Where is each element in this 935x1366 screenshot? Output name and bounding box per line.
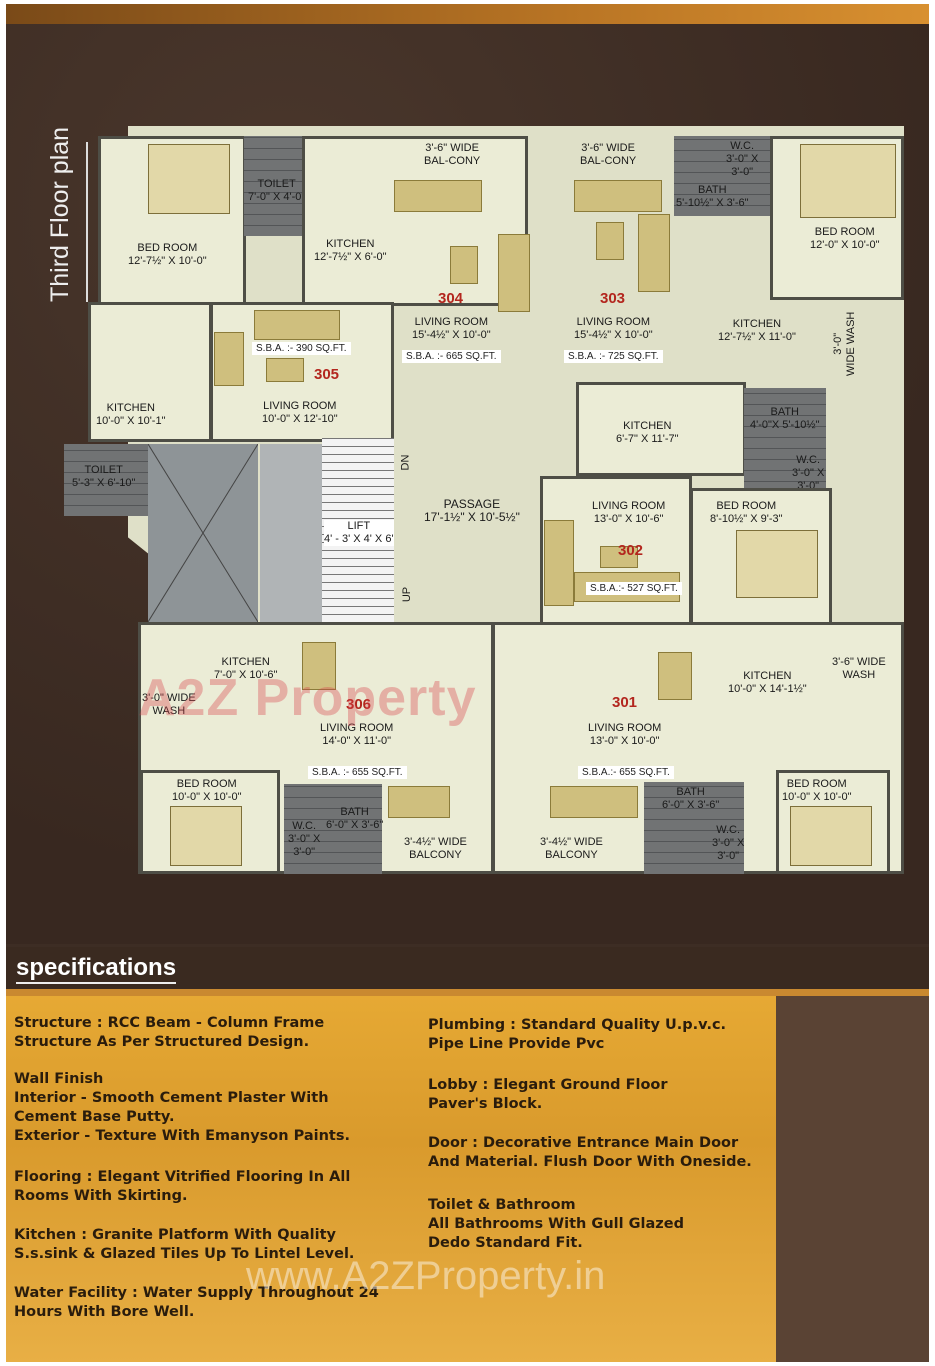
unit-303-wash-label: 3'-0" WIDE WASH (832, 311, 857, 376)
spec-lobby: Lobby : Elegant Ground Floor Paver's Blo… (428, 1077, 668, 1112)
unit-304-sba: S.B.A. :- 665 SQ.FT. (402, 350, 501, 363)
top-band (6, 4, 929, 24)
sofa-icon (544, 520, 574, 606)
spec-wall-finish: Wall Finish Interior - Smooth Cement Pla… (14, 1071, 350, 1144)
dining-table-icon (302, 642, 336, 690)
unit-305-kitchen-label: KITCHEN 10'-0" X 10'-1" (96, 402, 166, 427)
sofa-icon (214, 332, 244, 386)
spec-strip (6, 989, 929, 999)
unit-301-wc-label: W.C. 3'-0" X 3'-0" (712, 824, 745, 862)
table-icon (596, 222, 624, 260)
unit-302-bath (744, 388, 826, 492)
plan-watermark: A2Z Property (138, 669, 477, 727)
sofa-icon (550, 786, 638, 818)
unit-303-kitchen-label: KITCHEN 12'-7½" X 11'-0" (718, 318, 796, 343)
unit-304-balcony-label: 3'-6" WIDE BAL-CONY (424, 142, 481, 167)
table-icon (600, 546, 638, 568)
spec-toilet-bath: Toilet & Bathroom All Bathrooms With Gul… (428, 1197, 684, 1251)
unit-306-sba: S.B.A. :- 655 SQ.FT. (308, 766, 407, 779)
unit-306-wash-label: 3'-0" WIDE WASH (142, 692, 196, 717)
unit-303-balcony-label: 3'-6" WIDE BAL-CONY (580, 142, 637, 167)
unit-302-kitchen (576, 382, 746, 476)
unit-302-bath-label: BATH 4'-0"X 5'-10½" (750, 406, 820, 431)
lift-lobby (260, 444, 322, 622)
sofa-icon (574, 180, 662, 212)
unit-304-toilet-label: TOILET 7'-0" X 4'-0" (248, 178, 306, 203)
unit-306-number: 306 (346, 696, 372, 713)
sofa-icon (498, 234, 530, 312)
table-icon (450, 246, 478, 284)
unit-301-bedroom-label: BED ROOM 10'-0" X 10'-0" (782, 778, 852, 803)
unit-305-number: 305 (314, 366, 340, 383)
unit-302-living-label: LIVING ROOM 13'-0" X 10'-6" (592, 500, 666, 525)
sofa-icon (638, 214, 670, 292)
unit-304-kitchen (302, 136, 528, 306)
sofa-icon (394, 180, 482, 212)
unit-303-bath-label: BATH 5'-10½" X 3'-6" (676, 184, 749, 209)
unit-302-number: 302 (618, 542, 644, 559)
unit-305-living-label: LIVING ROOM 10'-0" X 12'-10" (262, 400, 338, 425)
unit-306-bath-label: BATH 6'-0" X 3'-6" (326, 806, 384, 831)
spec-kitchen: Kitchen : Granite Platform With Quality … (14, 1227, 355, 1262)
spec-water: Water Facility : Water Supply Throughout… (14, 1285, 379, 1320)
unit-303-bedroom-label: BED ROOM 12'-0" X 10'-0" (810, 226, 880, 251)
spec-panel (6, 996, 776, 1362)
unit-302-bedroom-label: BED ROOM 8'-10½" X 9'-3" (710, 500, 783, 525)
lift-label: LIFT 4' - 3' X 4' X 6' (324, 520, 394, 546)
unit-301-bath (644, 782, 744, 874)
unit-303-sba: S.B.A. :- 725 SQ.FT. (564, 350, 663, 363)
unit-306-bedroom-label: BED ROOM 10'-0" X 10'-0" (172, 778, 242, 803)
spec-header-bar (6, 947, 929, 997)
unit-302-kitchen-label: KITCHEN 6'-7" X 11'-7" (616, 420, 679, 445)
unit-304-number: 304 (438, 290, 464, 307)
table-icon (266, 358, 304, 382)
unit-303-wc-label: W.C. 3'-0" X 3'-0" (726, 140, 759, 178)
unit-306-bath (284, 784, 382, 874)
bed-icon (148, 144, 230, 214)
unit-306-kitchen-label: KITCHEN 7'-0" X 10'-6" (214, 656, 278, 681)
unit-303-bath (674, 136, 772, 216)
passage-label: PASSAGE 17'-1½" X 10'-5½" (424, 497, 520, 524)
bed-icon (800, 144, 896, 218)
unit-305-sba: S.B.A. :- 390 SQ.FT. (252, 342, 351, 355)
bed-icon (790, 806, 872, 866)
floor-plan: BED ROOM 12'-7½" X 10'-0" TOILET 7'-0" X… (64, 126, 906, 874)
spec-panel-shadow (776, 996, 929, 1362)
spec-plumbing: Plumbing : Standard Quality U.p.v.c. Pip… (428, 1017, 727, 1052)
unit-304-toilet (244, 136, 304, 236)
url-watermark: www.A2ZProperty.in (246, 1254, 606, 1298)
unit-302-sba: S.B.A.:- 527 SQ.FT. (586, 582, 682, 595)
unit-304-living-label: LIVING ROOM 15'-4½" X 10'-0" (412, 316, 491, 341)
unit-301-wash-label: 3'-6" WIDE WASH (832, 656, 886, 681)
unit-301-balcony-label: 3'-4½" WIDE BALCONY (540, 836, 603, 861)
unit-304-bedroom-label: BED ROOM 12'-7½" X 10'-0" (128, 242, 207, 267)
bed-icon (170, 806, 242, 866)
unit-306-living-label: LIVING ROOM 14'-0" X 11'-0" (320, 722, 394, 747)
unit-301-living-label: LIVING ROOM 13'-0" X 10'-0" (588, 722, 662, 747)
unit-301-bath-label: BATH 6'-0" X 3'-6" (662, 786, 720, 811)
bed-icon (736, 530, 818, 598)
sofa-icon (388, 786, 450, 818)
unit-303-number: 303 (600, 290, 626, 307)
dining-table-icon (658, 652, 692, 700)
up-label: UP (401, 586, 414, 603)
unit-306-wc-label: W.C. 3'-0" X 3'-0" (288, 820, 321, 858)
unit-304-kitchen-label: KITCHEN 12'-7½" X 6'-0" (314, 238, 387, 263)
unit-305-toilet-label: TOILET 5'-3" X 6'-10" (72, 464, 136, 489)
spec-title: specifications (16, 954, 177, 984)
lift-shaft (148, 444, 258, 622)
unit-301-number: 301 (612, 694, 638, 711)
spec-door: Door : Decorative Entrance Main Door And… (428, 1135, 752, 1170)
unit-301-sba: S.B.A.:- 655 SQ.FT. (578, 766, 674, 779)
brochure-page: Third Floor plan BED ROOM 12'-7½" X 10'-… (6, 4, 929, 1362)
unit-306-balcony-label: 3'-4½" WIDE BALCONY (404, 836, 467, 861)
page-title: Third Floor plan (46, 127, 88, 302)
spec-flooring: Flooring : Elegant Vitrified Flooring In… (14, 1169, 351, 1204)
unit-301-kitchen-label: KITCHEN 10'-0" X 14'-1½" (728, 670, 807, 695)
unit-303-living-label: LIVING ROOM 15'-4½" X 10'-0" (574, 316, 653, 341)
sofa-icon (254, 310, 340, 340)
spec-structure: Structure : RCC Beam - Column Frame Stru… (14, 1015, 325, 1050)
unit-305-toilet (64, 444, 154, 516)
dn-label: DN (399, 454, 412, 471)
